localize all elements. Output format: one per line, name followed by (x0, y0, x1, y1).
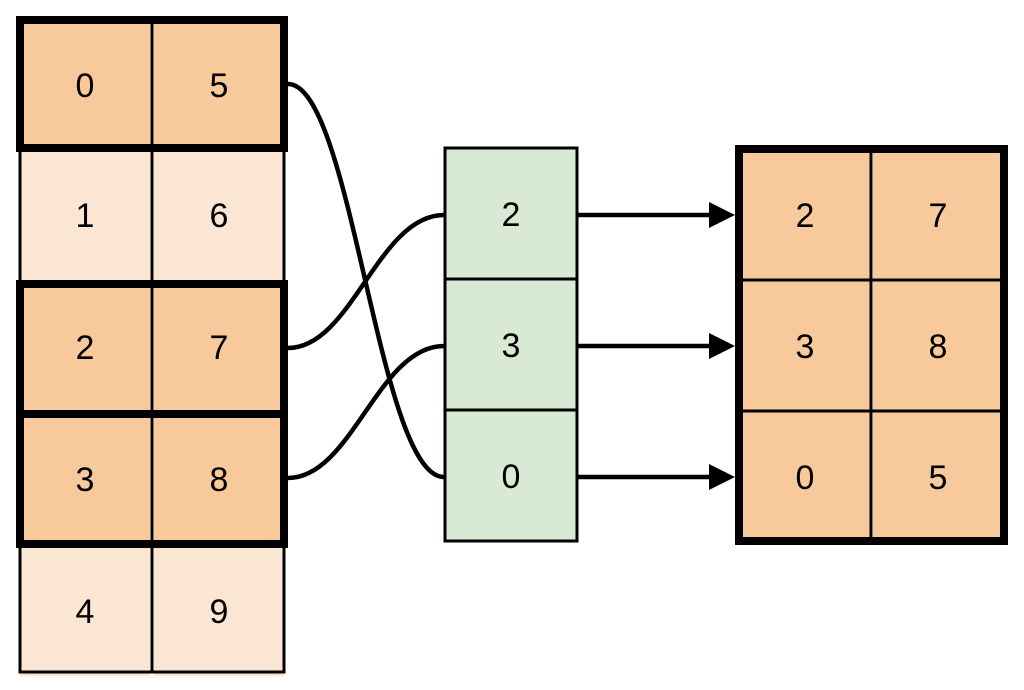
source-cell-4-0[interactable] (20, 548, 150, 676)
result-table-thin-grid (739, 149, 1004, 541)
source-row-2[interactable]: 2 7 (20, 284, 284, 412)
source-cell-2-1-label: 7 (210, 329, 229, 367)
source-cell-1-1-label: 6 (210, 197, 229, 235)
source-selection-highlights (16, 16, 288, 548)
arrow-index-2-to-result-2 (578, 464, 735, 490)
result-cell-1-1[interactable] (873, 280, 1004, 411)
result-cell-2-1[interactable] (873, 411, 1004, 541)
result-cell-1-0[interactable] (739, 280, 871, 411)
result-cell-0-1-label: 7 (929, 197, 948, 235)
source-row-1[interactable]: 1 6 (20, 152, 284, 280)
source-cell-4-0-label: 4 (76, 593, 95, 631)
source-row-0[interactable]: 0 5 (20, 20, 284, 148)
result-cell-2-1-label: 5 (929, 459, 948, 497)
source-row-3[interactable]: 3 8 (20, 416, 284, 544)
source-cell-1-0-label: 1 (76, 197, 95, 235)
index-cell-1-label: 3 (502, 327, 521, 365)
index-cell-0[interactable] (445, 148, 577, 279)
connector-source-row-2-to-index-0 (287, 212, 445, 351)
index-cell-2-label: 0 (502, 458, 521, 496)
result-cell-0-1[interactable] (873, 149, 1004, 280)
source-cell-0-0[interactable] (20, 20, 150, 148)
source-cell-2-0-label: 2 (76, 329, 95, 367)
result-cell-2-0[interactable] (739, 411, 871, 541)
index-cell-2[interactable] (445, 410, 577, 541)
arrow-group (578, 202, 735, 490)
connector-group (287, 81, 445, 481)
source-cell-3-1[interactable] (154, 416, 284, 544)
result-cell-1-0-label: 3 (796, 328, 815, 366)
source-cell-0-1-label: 5 (210, 67, 229, 105)
arrow-index-0-to-result-0 (578, 202, 735, 228)
source-cell-1-0[interactable] (20, 152, 150, 280)
arrow-head-2 (709, 464, 735, 490)
source-highlight-row-0 (16, 16, 288, 152)
source-row-4[interactable]: 4 9 (20, 548, 284, 676)
arrow-index-1-to-result-1 (578, 333, 735, 359)
index-cell-1[interactable] (445, 279, 577, 410)
source-cell-0-1[interactable] (154, 20, 284, 148)
index-column-frame (443, 146, 579, 543)
source-cell-4-1-label: 9 (210, 593, 229, 631)
arrow-head-1 (709, 333, 735, 359)
source-cell-1-1[interactable] (154, 152, 284, 280)
result-table-frame (735, 145, 1008, 545)
source-cell-0-0-label: 0 (76, 67, 95, 105)
arrow-head-0 (709, 202, 735, 228)
source-cell-3-0-label: 3 (76, 461, 95, 499)
connector-source-row-3-to-index-1 (287, 343, 445, 481)
result-cell-2-0-label: 0 (796, 459, 815, 497)
source-cell-3-1-label: 8 (210, 461, 229, 499)
source-cell-2-1[interactable] (154, 284, 284, 412)
source-cell-2-0[interactable] (20, 284, 150, 412)
result-cell-1-1-label: 8 (929, 328, 948, 366)
result-cell-0-0-label: 2 (796, 197, 815, 235)
result-cell-0-0[interactable] (739, 149, 871, 280)
result-table: 2 7 3 8 0 5 (735, 145, 1008, 545)
source-cell-4-1[interactable] (154, 548, 284, 676)
index-column: 2 3 0 (443, 146, 579, 543)
source-table: 0 5 1 6 2 7 3 8 (16, 16, 288, 676)
source-cell-3-0[interactable] (20, 416, 150, 544)
index-cell-0-label: 2 (502, 196, 521, 234)
